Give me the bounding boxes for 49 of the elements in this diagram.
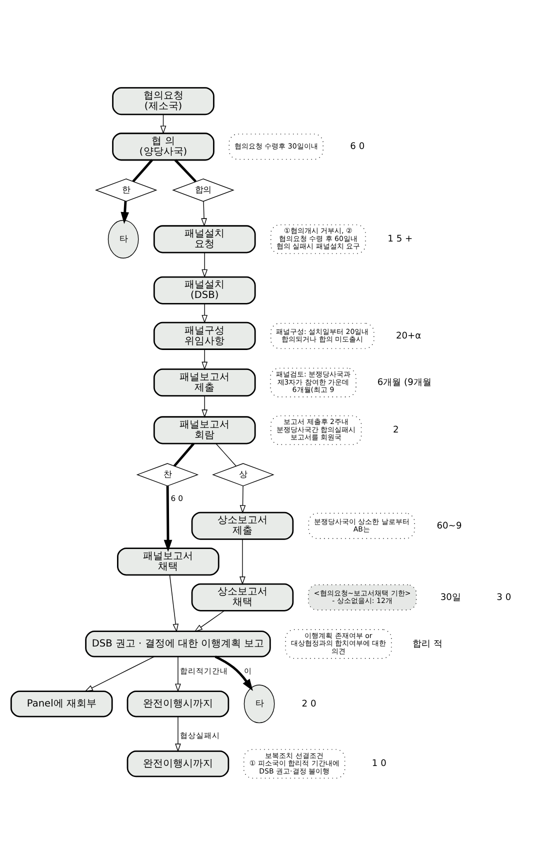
node-box: 완전이행시까지 (126, 690, 230, 717)
arrow (84, 656, 154, 692)
arrow (214, 655, 253, 690)
node-box: 협 의 (양당사국) (112, 132, 214, 160)
node-diamond: 상 (212, 462, 274, 486)
arrow (120, 200, 130, 224)
arrow (202, 252, 208, 278)
arrow (202, 395, 208, 418)
node-box: 패널설치 (DSB) (153, 276, 256, 304)
node-box: 패널보고서 채택 (117, 547, 220, 576)
connector (173, 442, 195, 466)
arrow (164, 485, 172, 552)
connector (174, 158, 197, 182)
label: 2 (393, 425, 399, 436)
label: 20+α (396, 330, 422, 341)
node-box: DSB 권고 · 결정에 대한 이행계획 보고 (85, 630, 271, 657)
node-diamond: 합의 (172, 178, 234, 202)
node-box: 완전이행시까지 (126, 750, 230, 777)
node-box: 패널구성 위임사항 (153, 321, 256, 350)
label: 합리 적 (412, 638, 442, 649)
arrow (175, 656, 181, 692)
label: 3 0 (496, 592, 512, 602)
arrow (240, 538, 246, 584)
label: 30일 (440, 592, 461, 602)
label: 60~9 (436, 520, 462, 531)
node-box: 상소보고서 제출 (191, 511, 294, 540)
label: 6 0 (350, 142, 365, 152)
node-box: Panel에 재회부 (10, 690, 113, 717)
arrow (160, 114, 166, 134)
node-diamond: 찬 (136, 462, 199, 486)
node-box: 패널보고서 제출 (153, 368, 256, 396)
arrow (202, 348, 208, 370)
arrow (202, 302, 208, 323)
arrow (194, 610, 224, 632)
arrow (175, 716, 181, 752)
node-box: 협의요청 (제소국) (112, 86, 214, 115)
node-diamond: 한 (94, 178, 158, 202)
node-box: 상소보고서 채택 (191, 582, 294, 611)
label: 1 5 + (388, 234, 413, 244)
arrow (169, 574, 179, 632)
connector (132, 158, 154, 182)
label: 6개월 (9개월 (377, 377, 432, 388)
label: 2 0 (302, 698, 316, 709)
node-box: 패널보고서 회람 (153, 416, 256, 444)
arrow (240, 485, 246, 514)
arrow (201, 200, 207, 226)
label: 1 0 (372, 758, 386, 769)
connector (216, 442, 236, 466)
node-box: 패널설치 요청 (153, 224, 256, 253)
